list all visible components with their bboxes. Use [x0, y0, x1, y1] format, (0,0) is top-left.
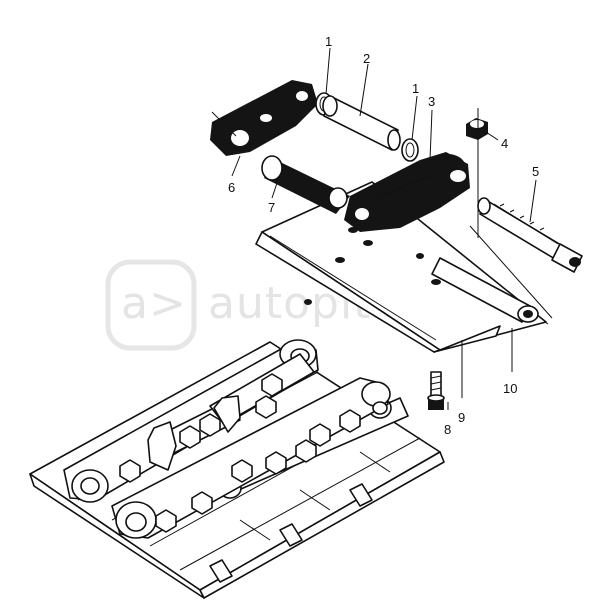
- ring-1-right: [401, 138, 419, 162]
- svg-text:a>: a>: [121, 278, 187, 329]
- callout-8: 8: [444, 422, 451, 437]
- exploded-assembly: [210, 47, 583, 410]
- pin-7: [261, 155, 350, 214]
- bolt-8: [427, 371, 445, 410]
- bolt-5: [477, 197, 583, 273]
- callout-7: 7: [268, 200, 275, 215]
- link-3: [344, 152, 470, 232]
- callout-5: 5: [532, 164, 539, 179]
- callout-1-left: 1: [325, 34, 332, 49]
- callout-1-right: 1: [412, 81, 419, 96]
- callout-4: 4: [501, 136, 508, 151]
- callout-6: 6: [228, 180, 235, 195]
- track-shoe-plate: [255, 181, 547, 353]
- leader-lines: [211, 47, 553, 410]
- nut-4: [466, 118, 488, 140]
- link-6: [210, 80, 318, 156]
- assembled-track-section: [29, 339, 445, 599]
- callout-10: 10: [503, 381, 517, 396]
- callout-2: 2: [363, 51, 370, 66]
- bushing-2: [322, 95, 401, 151]
- track-nuts: [119, 373, 361, 533]
- callout-9: 9: [458, 410, 465, 425]
- pin-10: [431, 257, 549, 325]
- callouts: 1 2 1 3 4 5 6 7 8 9 10: [228, 34, 539, 437]
- callout-3: 3: [428, 94, 435, 109]
